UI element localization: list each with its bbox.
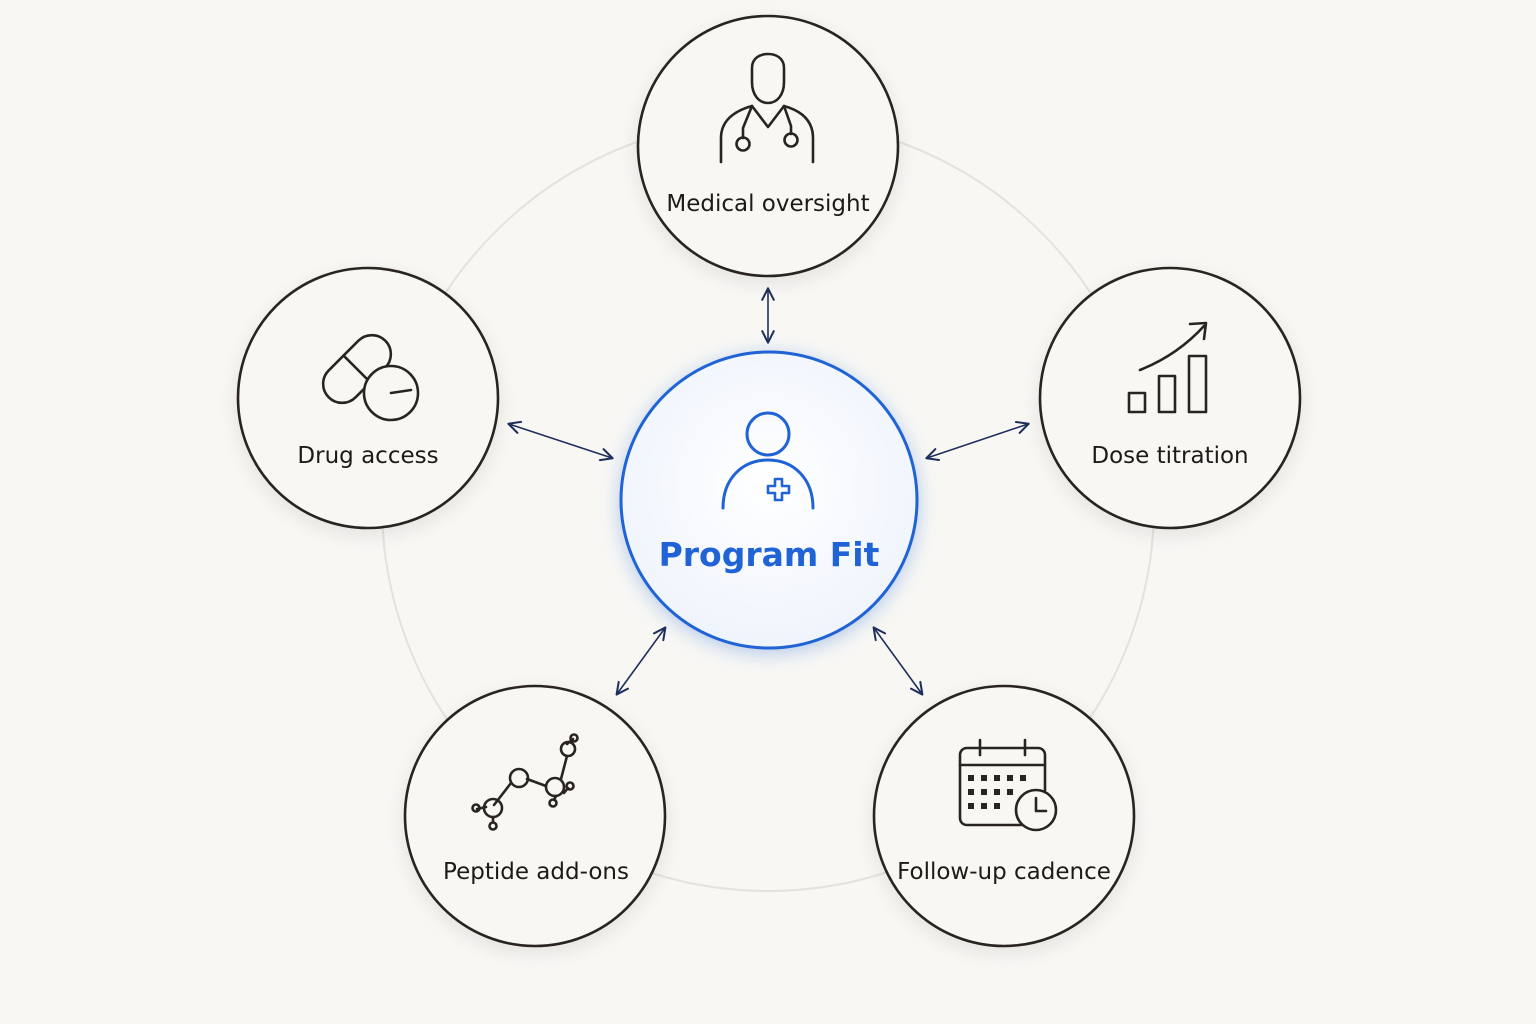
rising-bar-chart-icon [1127,321,1208,414]
node-label-follow-up-cadence: Follow-up cadence [897,859,1111,885]
node-peptide-add-ons[interactable]: Peptide add-ons [400,684,670,957]
node-label-peptide-add-ons: Peptide add-ons [443,859,629,885]
connector-peptide-add-ons [615,626,667,696]
calendar-clock-icon [958,738,1058,832]
doctor-stethoscope-icon [719,52,815,164]
connector-drug-access [507,420,614,462]
molecule-chain-icon [471,733,579,831]
center-hub[interactable]: Program Fit [619,350,919,652]
pills-icon [321,333,420,422]
node-follow-up-cadence[interactable]: Follow-up cadence [869,684,1139,957]
patient-plus-icon [721,411,815,510]
node-medical-oversight[interactable]: Medical oversight [633,14,903,287]
connector-follow-up-cadence [872,626,924,696]
node-drug-access[interactable]: Drug access [233,266,503,539]
node-label-medical-oversight: Medical oversight [666,191,869,217]
connectors [507,287,1030,696]
center-label: Program Fit [659,535,880,574]
connector-dose-titration [925,420,1030,462]
node-dose-titration[interactable]: Dose titration [1035,266,1305,539]
node-label-drug-access: Drug access [297,443,438,469]
node-label-dose-titration: Dose titration [1091,443,1248,469]
